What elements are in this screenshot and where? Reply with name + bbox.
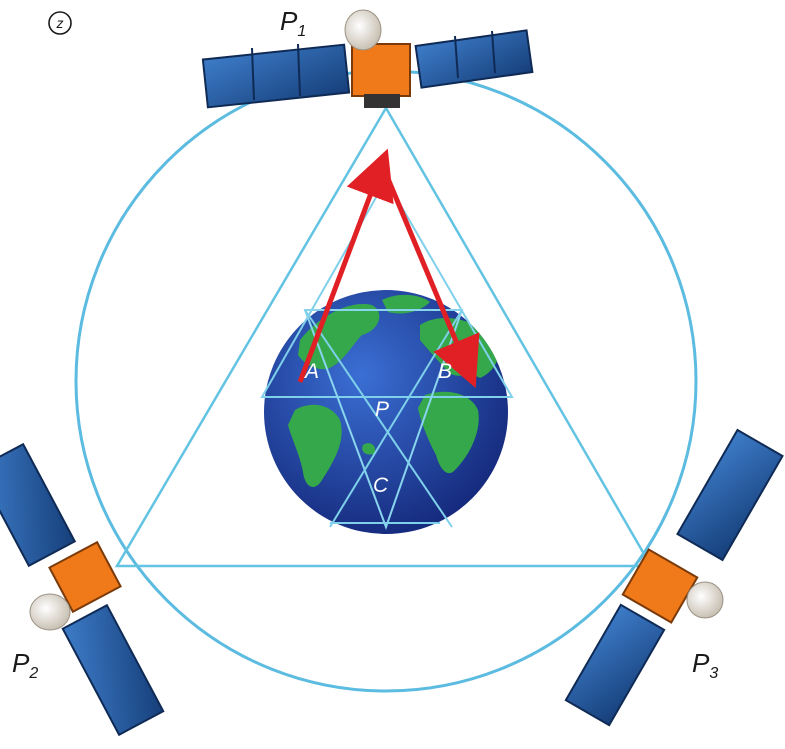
- signal-path: [297, 148, 480, 389]
- label-p3: P3: [692, 648, 718, 682]
- label-p1: P1: [280, 6, 306, 40]
- satellite-p3: [564, 428, 784, 727]
- satellite-icon: [0, 442, 165, 737]
- satellite-p1: [201, 9, 534, 109]
- satellite-icon: [201, 9, 534, 109]
- outer-triangle: [114, 105, 654, 568]
- label-b: B: [438, 360, 452, 383]
- label-p-center: P: [375, 398, 389, 421]
- downlink-arrow: [378, 161, 480, 389]
- satellite-p2: [0, 442, 165, 737]
- satellite-icon: [564, 428, 784, 727]
- corner-mark-text: z: [56, 15, 64, 31]
- label-a: A: [303, 360, 319, 383]
- label-p2: P2: [12, 648, 38, 682]
- uplink-arrow: [297, 148, 394, 383]
- label-c: C: [373, 474, 389, 497]
- circled-letter-icon: z: [48, 11, 72, 35]
